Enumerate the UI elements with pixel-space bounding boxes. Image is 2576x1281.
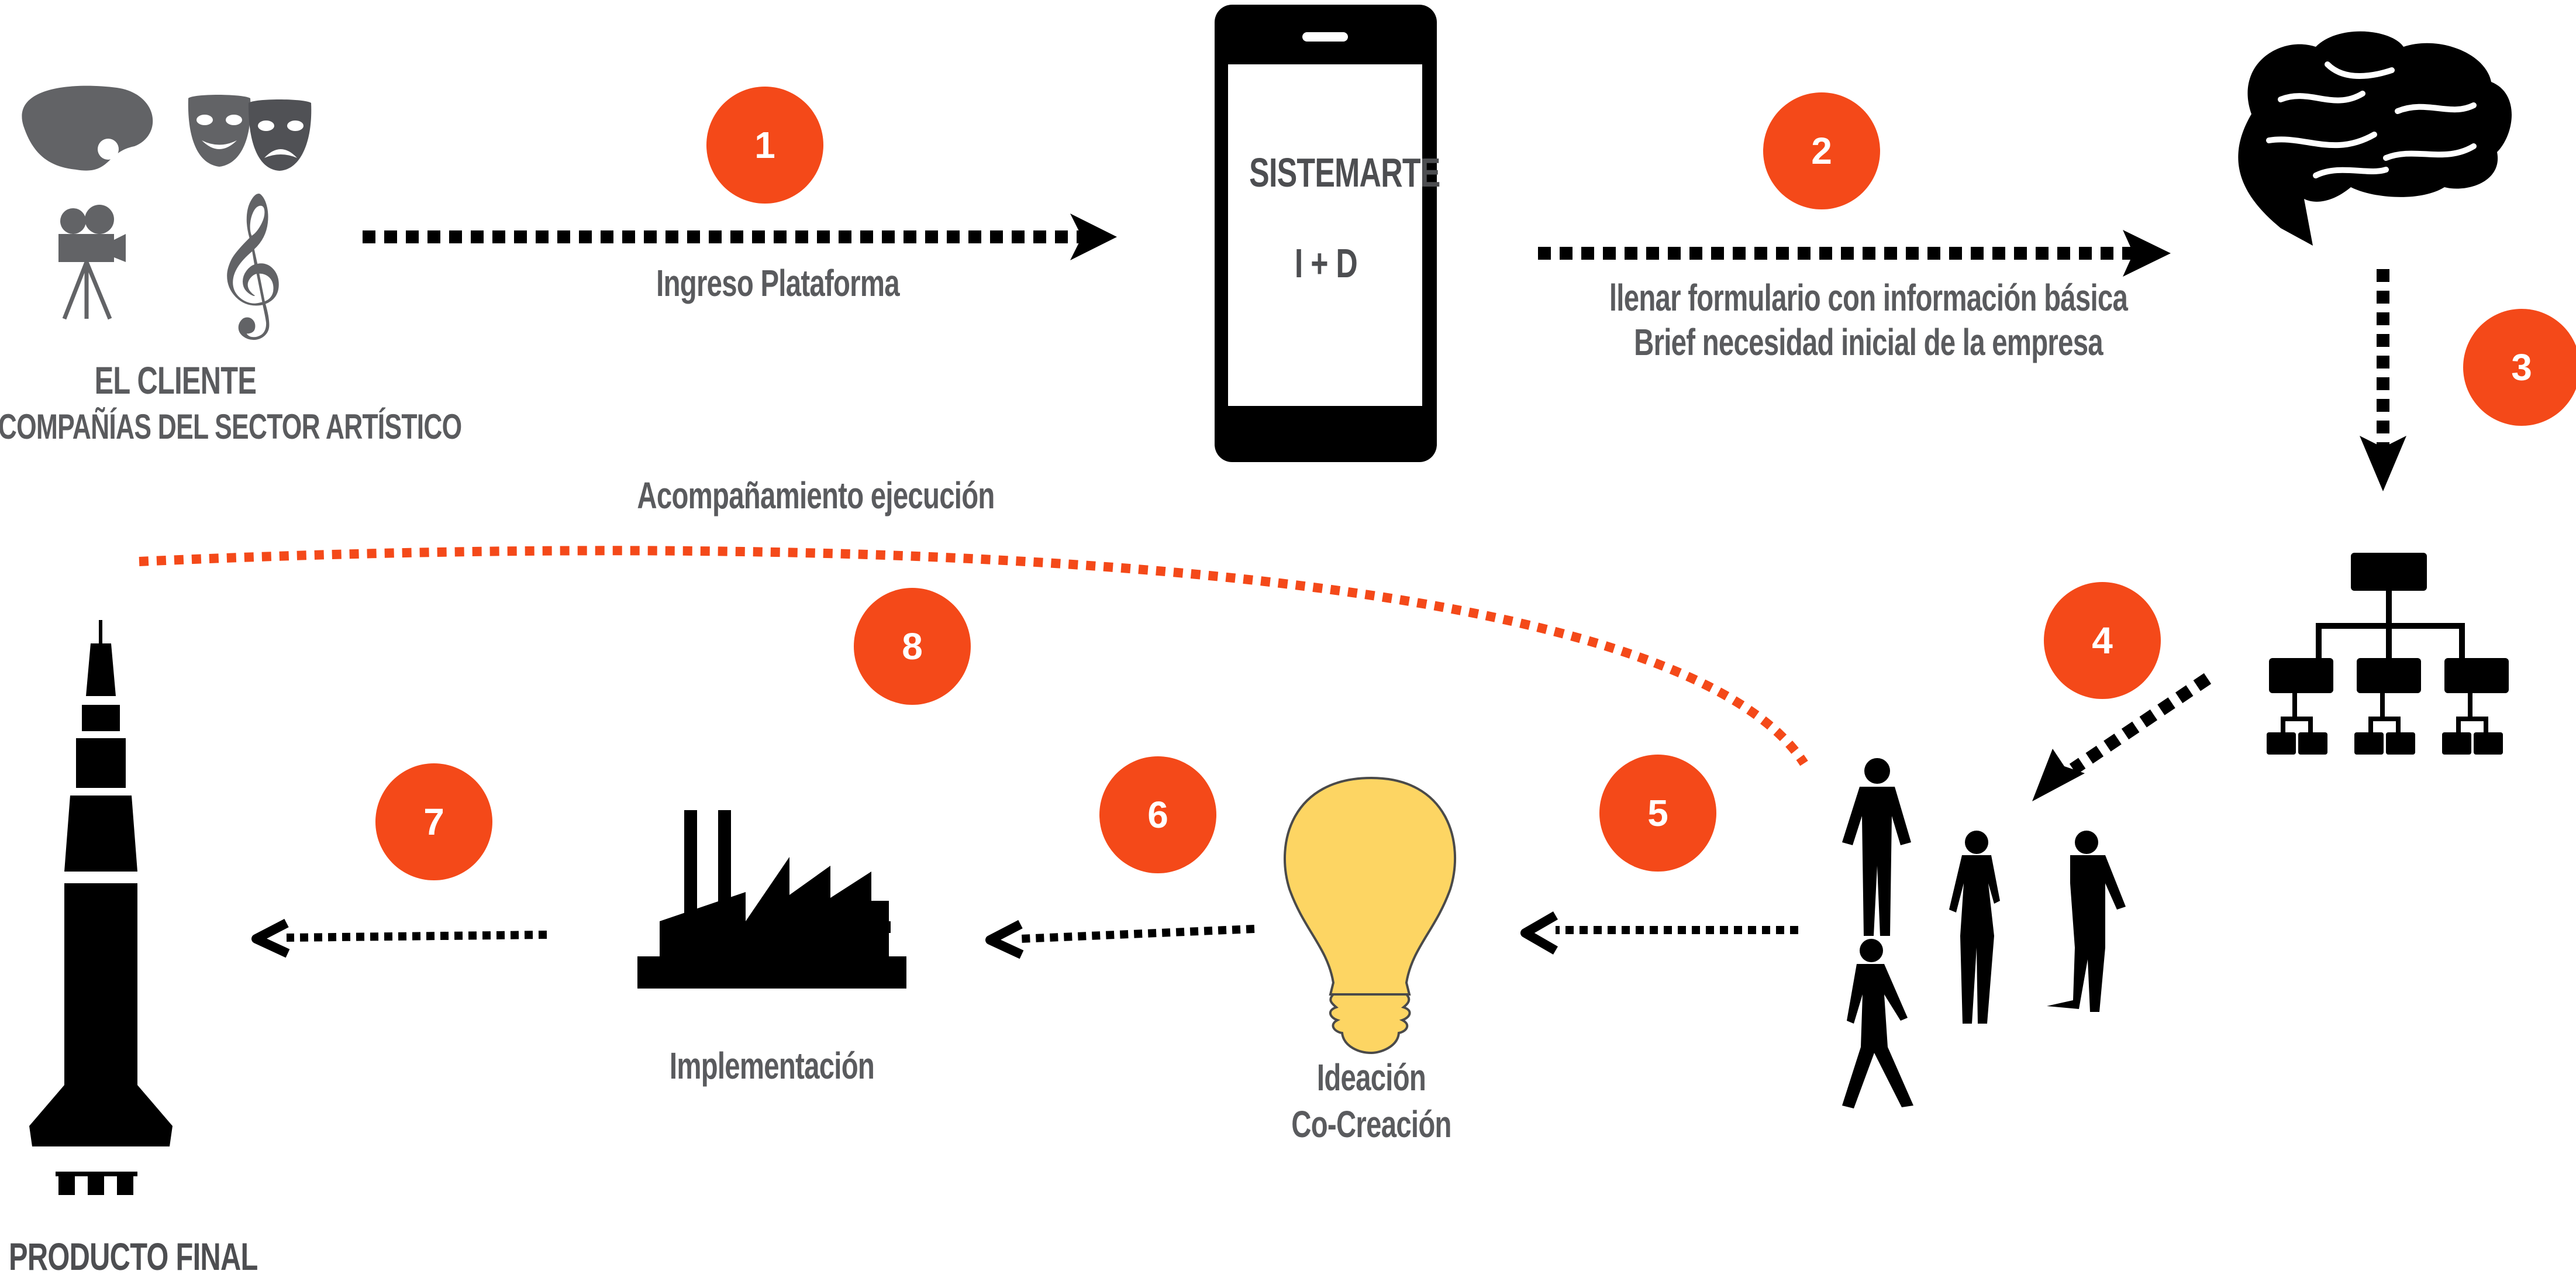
step7-label: Implementación xyxy=(669,1045,875,1087)
phone-title: SISTEMARTE xyxy=(1249,150,1440,195)
client-title: EL CLIENTE xyxy=(94,359,257,402)
step2-label-line1: llenar formulario con información básica xyxy=(1609,277,2128,319)
step-8-badge: 8 xyxy=(854,588,971,705)
step-3-badge: 3 xyxy=(2463,309,2576,426)
final-product-label: PRODUCTO FINAL xyxy=(9,1235,258,1278)
lightbulb-icon xyxy=(1283,776,1457,1055)
step6-label-line1: Ideación xyxy=(1316,1056,1426,1099)
svg-text:𝄞: 𝄞 xyxy=(212,190,285,340)
client-subtitle: COMPAÑÍAS DEL SECTOR ARTÍSTICO xyxy=(0,407,462,446)
treble-clef-icon: 𝄞 xyxy=(212,190,285,340)
step6-label-line2: Co-Creación xyxy=(1291,1103,1451,1145)
step-5-badge: 5 xyxy=(1599,755,1716,872)
step2-label-line2: Brief necesidad inicial de la empresa xyxy=(1634,321,2103,363)
step-4-badge: 4 xyxy=(2044,582,2161,699)
theater-masks-icon xyxy=(188,95,312,171)
phone-subtitle: I + D xyxy=(1294,240,1358,286)
team-icon xyxy=(1842,758,2126,1108)
step-6-badge: 6 xyxy=(1099,756,1216,873)
movie-camera-icon xyxy=(58,205,126,320)
palette-icon xyxy=(22,85,153,171)
org-chart-icon xyxy=(2267,553,2509,755)
step8-label: Acompañamiento ejecución xyxy=(637,474,995,516)
factory-icon xyxy=(637,810,906,989)
rocket-icon xyxy=(29,620,173,1195)
step1-label: Ingreso Plataforma xyxy=(656,262,899,304)
step-1-badge: 1 xyxy=(706,87,823,204)
step-7-badge: 7 xyxy=(375,763,492,880)
smartphone-icon xyxy=(1215,5,1437,462)
brain-icon xyxy=(2238,31,2512,246)
step-2-badge: 2 xyxy=(1763,92,1880,209)
